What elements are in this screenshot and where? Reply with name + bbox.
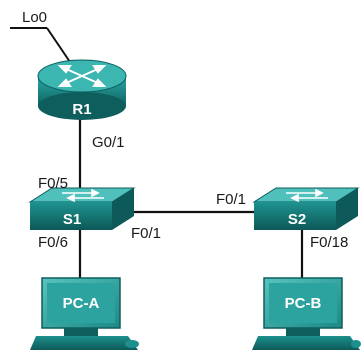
router-label: R1 (72, 101, 91, 118)
switch-s1[interactable]: S1 (28, 187, 136, 230)
port-label-s2-f018: F0/18 (310, 234, 348, 251)
switch-icon (28, 187, 136, 230)
pc-a[interactable]: PC-A (30, 277, 139, 350)
port-label-s1-f01: F0/1 (131, 225, 161, 242)
pc-b-label: PC-B (285, 295, 322, 312)
port-label-s1-f06: F0/6 (38, 234, 68, 251)
pc-b[interactable]: PC-B (252, 277, 361, 350)
links (10, 27, 304, 280)
switch-s2[interactable]: S2 (252, 187, 360, 230)
pc-icon (30, 277, 139, 350)
router-r1[interactable]: R1 (37, 59, 127, 120)
pc-icon (252, 277, 361, 350)
port-labels: Lo0 G0/1 F0/5 F0/6 F0/1 F0/1 F0/18 (22, 9, 348, 251)
switch-s1-label: S1 (63, 211, 81, 228)
loopback-link (46, 27, 71, 63)
port-label-s2-f01: F0/1 (216, 191, 246, 208)
router-icon (37, 59, 127, 120)
pc-a-label: PC-A (63, 295, 100, 312)
port-label-s1-f05: F0/5 (38, 175, 68, 192)
switch-s2-label: S2 (288, 211, 306, 228)
loopback-label: Lo0 (22, 9, 47, 26)
switch-icon (252, 187, 360, 230)
port-label-r1-g01: G0/1 (92, 134, 125, 151)
